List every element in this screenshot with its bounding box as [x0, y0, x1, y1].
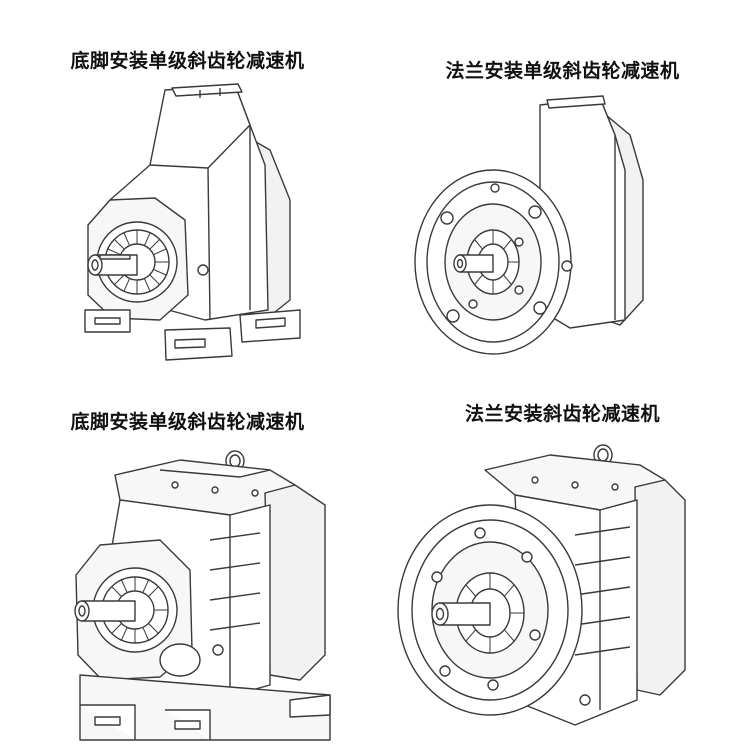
caption-foot-mounted-2: 底脚安装单级斜齿轮减速机 — [70, 411, 305, 433]
reducer-drawing-flange-mounted-1 — [375, 80, 750, 370]
caption-foot-mounted-1: 底脚安装单级斜齿轮减速机 — [70, 50, 305, 72]
reducer-drawing-flange-mounted-2 — [375, 435, 750, 745]
caption-flange-mounted-2: 法兰安装斜齿轮减速机 — [464, 403, 660, 425]
caption-flange-mounted-1: 法兰安装单级斜齿轮减速机 — [445, 60, 680, 82]
reducer-drawing-foot-mounted-2 — [0, 445, 375, 745]
panel-foot-mounted-2: 底脚安装单级斜齿轮减速机 — [0, 375, 375, 750]
reducer-drawing-foot-mounted-1 — [0, 70, 375, 370]
panel-foot-mounted-1: 底脚安装单级斜齿轮减速机 — [0, 0, 375, 370]
panel-flange-mounted-1: 法兰安装单级斜齿轮减速机 — [375, 0, 750, 370]
panel-flange-mounted-2: 法兰安装斜齿轮减速机 — [375, 375, 750, 750]
